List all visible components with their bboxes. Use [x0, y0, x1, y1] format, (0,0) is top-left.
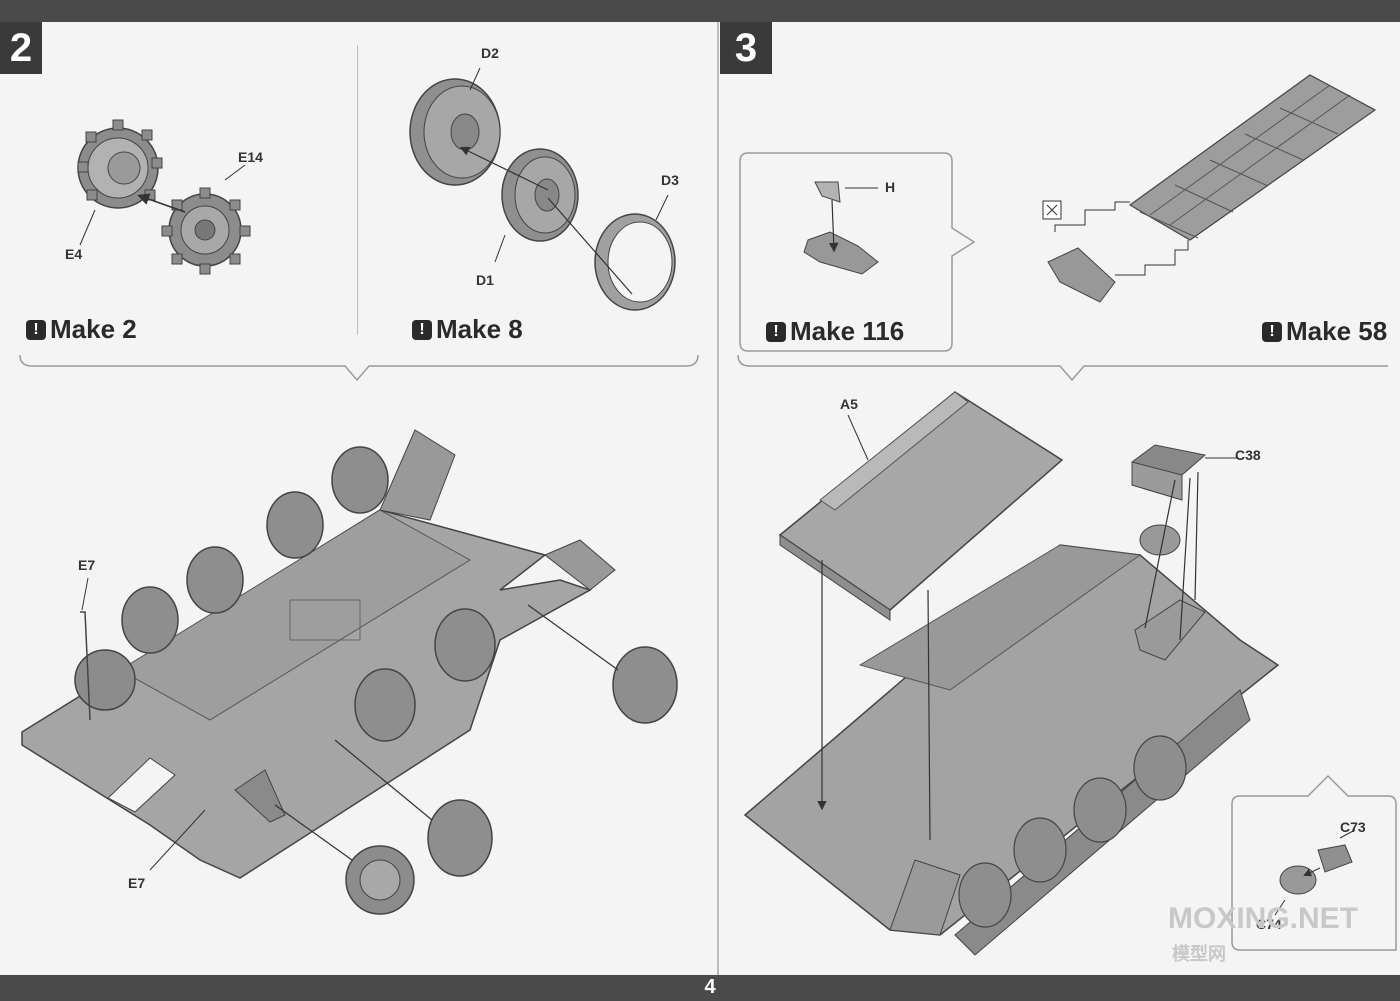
hull-sprocket	[74, 649, 415, 915]
warning-icon: !	[412, 319, 432, 340]
make-label-wheel: ! Make 8	[412, 314, 523, 345]
part-label-e4: E4	[65, 246, 83, 262]
hull-road-wheels	[121, 446, 678, 877]
page-number: 4	[704, 976, 716, 998]
warning-icon: !	[766, 321, 786, 342]
part-label-c38: C38	[1235, 447, 1261, 463]
tire-ring-d3	[594, 213, 676, 311]
part-label-e7-top: E7	[78, 557, 96, 573]
warning-icon: !	[1262, 321, 1282, 342]
make-label-wheel-text: Make 8	[436, 314, 523, 344]
exhaust-panel	[1231, 774, 1397, 951]
make-label-idler: ! Make 2	[26, 314, 137, 345]
make-label-track-assembly-text: Make 58	[1286, 316, 1388, 346]
top-bar	[0, 0, 1400, 22]
step3-track-wheels	[958, 735, 1187, 928]
step-number-2: 2	[0, 22, 42, 74]
warning-icon: !	[26, 319, 46, 340]
step2-bracket	[19, 354, 699, 382]
part-label-e14: E14	[238, 149, 263, 165]
track-link-panel	[739, 152, 976, 352]
hull-underside	[21, 429, 616, 879]
road-wheel-d2	[409, 78, 501, 186]
watermark-text: MOXING.NET	[1168, 902, 1359, 935]
part-label-c73: C73	[1340, 819, 1366, 835]
make-label-track-link: ! Make 116	[766, 316, 904, 347]
road-wheel-d1	[501, 148, 579, 242]
muffler-part	[1139, 524, 1181, 556]
upper-deck-a5	[778, 391, 1064, 621]
make-label-idler-text: Make 2	[50, 314, 137, 344]
part-label-h: H	[885, 179, 896, 195]
bottom-bar	[0, 975, 1400, 1001]
make-label-track-assembly: ! Make 58	[1262, 316, 1387, 347]
hull-drive-housing	[234, 769, 286, 823]
engine-mount-frame	[1134, 599, 1206, 661]
engine-box-c38	[1131, 444, 1207, 501]
watermark-subtext: 模型网	[1172, 944, 1226, 965]
make-label-track-link-text: Make 116	[790, 316, 905, 346]
part-label-e7-bottom: E7	[128, 875, 146, 891]
part-label-d2: D2	[481, 45, 499, 61]
center-divider	[717, 22, 719, 975]
track-run	[1042, 74, 1377, 303]
sprocket-e14	[161, 187, 251, 275]
step3-bracket	[737, 354, 1388, 382]
subassembly-divider	[357, 45, 358, 335]
idler-wheel-e4	[77, 119, 163, 209]
part-label-a5: A5	[840, 396, 858, 412]
part-label-c74: C74	[1256, 916, 1282, 932]
part-label-d3: D3	[661, 172, 679, 188]
part-label-d1: D1	[476, 272, 494, 288]
step-number-3: 3	[720, 22, 772, 74]
